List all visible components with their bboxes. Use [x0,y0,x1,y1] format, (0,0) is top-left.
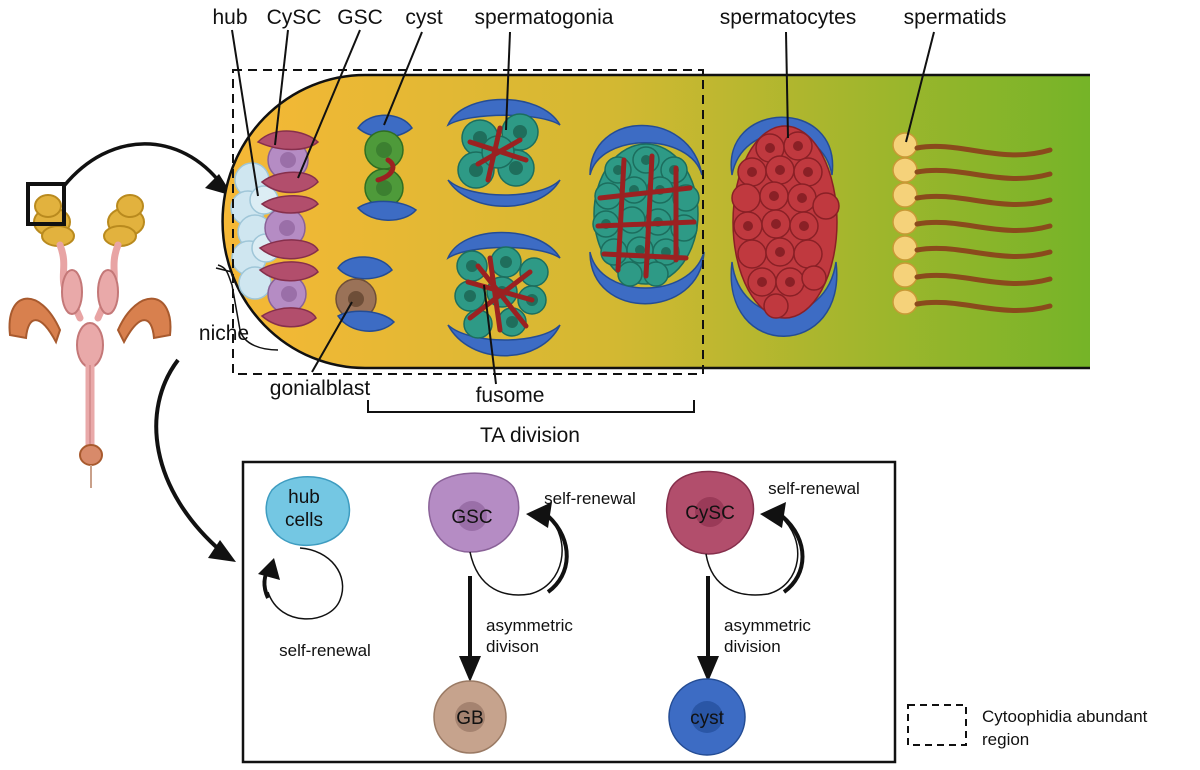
inset-cysc-self-renewal: self-renewal [768,479,860,498]
cysc-cells [256,130,320,328]
inset-cyst-label: cyst [690,708,725,729]
inset-panel: hub cells self-renewal GSC self-renewal … [241,460,897,764]
label-cyst: cyst [405,6,443,29]
label-gonialblast: gonialblast [270,377,371,400]
inset-cysc-asym-2: division [724,637,781,656]
inset-gb-label: GB [456,708,483,729]
label-spermatogonia: spermatogonia [475,6,614,29]
cytoophidia-region-box [232,69,704,375]
gonialblast-cell [335,256,396,332]
inset-hub-cell [265,475,351,547]
label-spermatids: spermatids [904,6,1007,29]
inset-gsc-asym-1: asymmetric [486,616,573,635]
legend-text-2: region [982,730,1029,749]
spermatocytes-cyst [730,116,840,337]
label-gsc: GSC [337,6,383,29]
legend: Cytoophidia abundant region [907,704,1148,749]
label-fusome: fusome [476,384,545,407]
ta-division-bracket [367,400,695,413]
cyst-two-cell [356,114,418,221]
label-hub: hub [212,6,247,29]
inset-gsc-asym-2: divison [486,637,539,656]
spermatogonia-cyst-large [589,124,705,305]
spermatogonia-cyst-top [446,98,561,207]
testis-coil-left [33,194,75,247]
label-cysc: CySC [267,6,322,29]
inset-hub-label-2: cells [285,510,323,531]
label-ta-division: TA division [480,424,580,447]
zoom-arrow-top [62,142,224,188]
inset-hub-label-1: hub [288,487,320,508]
niche-bracket [217,264,279,351]
zoom-arrow-bottom [154,358,224,554]
inset-hub-self-renewal: self-renewal [279,641,371,660]
inset-gsc-label: GSC [451,507,492,528]
inset-gsc-self-renewal: self-renewal [544,489,636,508]
zoom-box [26,182,66,226]
testis-coil-right [103,194,145,247]
label-spermatocytes: spermatocytes [720,6,857,29]
pointer-lines [231,29,935,385]
reproductive-organ [8,182,172,488]
label-niche: niche [199,322,249,345]
inset-cysc-label: CySC [685,503,735,524]
spermatogonia-cyst-bottom [446,231,561,357]
inset-cysc-asym-1: asymmetric [724,616,811,635]
legend-text-1: Cytoophidia abundant [982,707,1148,726]
spermatids [892,132,1053,315]
gsc-cells [264,139,309,314]
legend-dashed-box [907,704,967,746]
